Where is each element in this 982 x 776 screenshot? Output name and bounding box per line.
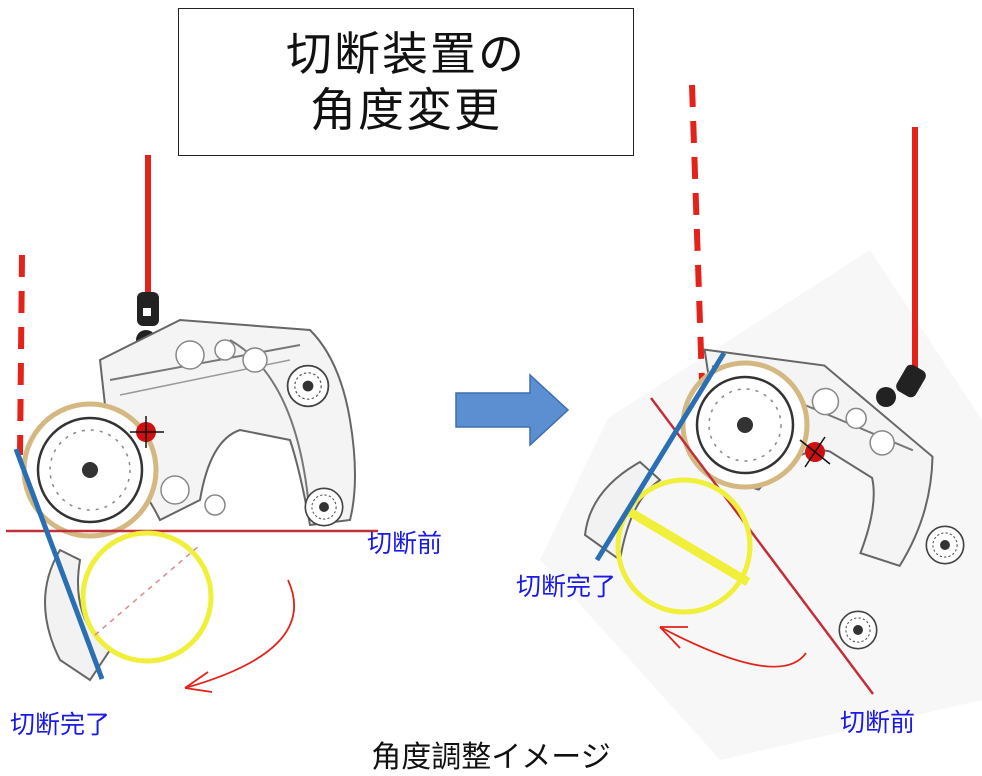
right-rotation-arrow <box>659 626 807 668</box>
label-right-done: 切断完了 <box>516 572 617 601</box>
label-left-before: 切断前 <box>367 529 443 558</box>
left-rotation-arrow <box>184 579 295 689</box>
right-horizon-line <box>650 397 874 695</box>
right-target-marker-icon <box>799 436 831 468</box>
caption: 角度調整イメージ <box>371 740 611 775</box>
title-line-2: 角度変更 <box>310 83 502 137</box>
label-left-done: 切断完了 <box>10 710 111 739</box>
left-cut-line <box>13 448 105 680</box>
right-log-circle <box>615 477 753 615</box>
left-machine <box>6 155 378 693</box>
label-right-before: 切断前 <box>840 708 916 737</box>
right-dashed-rope <box>689 84 705 384</box>
right-hook-icon <box>876 364 926 407</box>
left-dashed-rope <box>17 254 25 456</box>
right-cut-segment <box>627 508 751 586</box>
left-frame <box>98 318 356 527</box>
right-arrow-icon <box>455 373 570 447</box>
left-log-circle <box>80 530 214 664</box>
right-cut-line <box>594 351 727 562</box>
left-target-marker-icon <box>130 416 164 448</box>
title-line-1: 切断装置の <box>286 27 526 81</box>
right-machine <box>540 84 982 760</box>
title-box: 切断装置の 角度変更 <box>178 8 634 156</box>
